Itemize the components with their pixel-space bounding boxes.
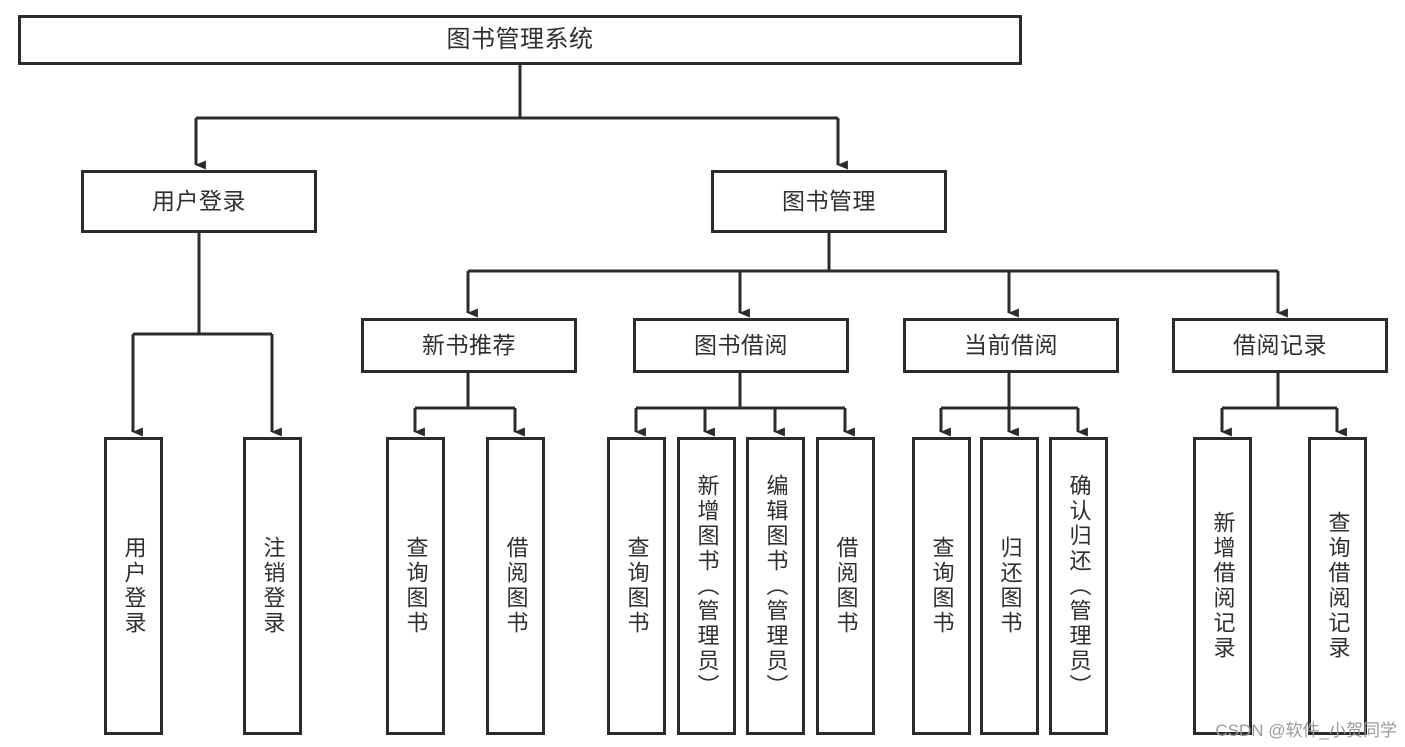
leaf-currentborrow-query-book[interactable]: 查询图书 <box>912 437 971 735</box>
leaf-records-add-record-label: 新增借阅记录 <box>1210 511 1236 661</box>
leaf-bookborrow-borrow-book-label: 借阅图书 <box>833 536 859 636</box>
leaf-bookborrow-query-book-label: 查询图书 <box>624 536 650 636</box>
node-book-manage[interactable]: 图书管理 <box>711 170 947 233</box>
node-user-login-label: 用户登录 <box>152 187 246 214</box>
leaf-currentborrow-confirm-return[interactable]: 确认归还（管理员） <box>1049 437 1108 735</box>
leaf-records-query-record-label: 查询借阅记录 <box>1325 511 1351 661</box>
leaf-bookborrow-add-book[interactable]: 新增图书（管理员） <box>677 437 736 735</box>
leaf-bookborrow-add-book-label: 新增图书（管理员） <box>694 473 720 699</box>
node-book-manage-label: 图书管理 <box>782 187 876 214</box>
leaf-newbook-borrow-book-label: 借阅图书 <box>503 536 529 636</box>
node-user-login[interactable]: 用户登录 <box>81 170 317 233</box>
leaf-bookborrow-borrow-book[interactable]: 借阅图书 <box>816 437 875 735</box>
leaf-currentborrow-return-book[interactable]: 归还图书 <box>980 437 1039 735</box>
node-root-label: 图书管理系统 <box>446 25 594 53</box>
node-root[interactable]: 图书管理系统 <box>18 15 1022 65</box>
leaf-records-query-record[interactable]: 查询借阅记录 <box>1308 437 1367 735</box>
leaf-user-login[interactable]: 用户登录 <box>104 437 163 735</box>
node-current-borrow-label: 当前借阅 <box>964 331 1058 358</box>
leaf-bookborrow-edit-book-label: 编辑图书（管理员） <box>763 473 789 699</box>
node-borrow-records-label: 借阅记录 <box>1233 331 1327 358</box>
leaf-currentborrow-query-book-label: 查询图书 <box>929 536 955 636</box>
leaf-logout-label: 注销登录 <box>260 536 286 636</box>
node-new-book-recommend-label: 新书推荐 <box>422 331 516 358</box>
leaf-bookborrow-query-book[interactable]: 查询图书 <box>607 437 666 735</box>
node-current-borrow[interactable]: 当前借阅 <box>903 318 1119 373</box>
leaf-currentborrow-confirm-return-label: 确认归还（管理员） <box>1066 473 1092 699</box>
node-book-borrow[interactable]: 图书借阅 <box>633 318 849 373</box>
leaf-newbook-query-book-label: 查询图书 <box>403 536 429 636</box>
leaf-user-login-label: 用户登录 <box>121 536 147 636</box>
node-borrow-records[interactable]: 借阅记录 <box>1172 318 1388 373</box>
leaf-currentborrow-return-book-label: 归还图书 <box>997 536 1023 636</box>
leaf-bookborrow-edit-book[interactable]: 编辑图书（管理员） <box>746 437 805 735</box>
leaf-newbook-borrow-book[interactable]: 借阅图书 <box>486 437 545 735</box>
leaf-newbook-query-book[interactable]: 查询图书 <box>386 437 445 735</box>
watermark: CSDN @软件_小贺同学 <box>1215 721 1397 740</box>
node-book-borrow-label: 图书借阅 <box>694 331 788 358</box>
node-new-book-recommend[interactable]: 新书推荐 <box>361 318 577 373</box>
leaf-records-add-record[interactable]: 新增借阅记录 <box>1193 437 1252 735</box>
leaf-logout[interactable]: 注销登录 <box>243 437 302 735</box>
